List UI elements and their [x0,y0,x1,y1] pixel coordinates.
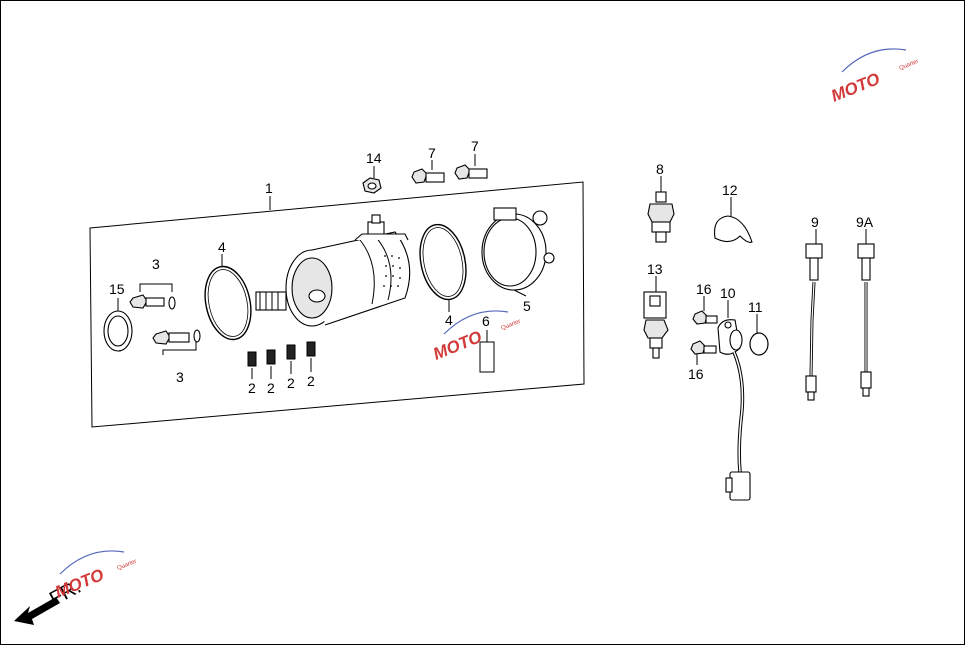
part-11-o-ring [749,332,769,356]
callout-9: 9 [811,214,819,230]
starter-motor [255,214,411,327]
callout-10: 10 [720,285,736,301]
part-15-washer [103,310,133,352]
part-10-speed-sensor [717,319,751,501]
part-9a-sensor-cable [857,243,875,397]
part-13-sensor [643,291,669,359]
callout-2d: 2 [307,373,315,389]
part-16-bolt-lower [690,340,717,355]
callout-12: 12 [722,182,738,198]
watermark-sub-text: Quarter [501,319,522,332]
part-4-o-ring-right [419,223,467,301]
callout-6: 6 [482,313,490,329]
callout-16a: 16 [696,281,712,297]
watermark-top-right: MOTO Quarter [828,48,920,106]
callout-7b: 7 [471,138,479,154]
part-7-bolt-b [454,164,488,180]
part-14-nut [362,177,382,194]
part-5-gear-cover [481,207,555,291]
watermark-swoosh-icon [443,310,509,335]
callout-14: 14 [366,150,382,166]
part-3-bolt-upper [129,294,176,310]
watermark-sub-text: Quarter [899,59,920,72]
part-3-bolt-lower [152,329,201,345]
callout-4b: 4 [445,312,453,328]
starter-assembly-panel [89,181,585,428]
part-7-bolt-a [411,168,445,184]
callout-1: 1 [265,180,273,196]
watermark-swoosh-icon [841,48,907,73]
callout-11: 11 [748,299,763,315]
part-12-boot [713,215,753,243]
callout-4a: 4 [218,239,226,255]
watermark-logo-text: MOTO [430,327,484,364]
callout-13: 13 [647,261,663,277]
part-9-sensor-cable [805,243,823,401]
part-2-brushes [247,341,316,367]
callout-3b: 3 [176,369,184,385]
callout-8: 8 [656,161,664,177]
front-arrow-icon [14,597,60,625]
watermark-sub-text: Quarter [117,559,138,572]
watermark-logo-text: MOTO [828,69,882,106]
callout-3a: 3 [152,256,160,272]
part-4-o-ring-left [204,265,252,341]
watermark-swoosh-icon [59,550,125,575]
part-16-bolt-upper [692,310,718,325]
part-8-sensor [647,191,675,243]
callout-15: 15 [109,281,125,297]
callout-2a: 2 [248,380,256,396]
callout-5: 5 [523,298,531,314]
callout-9a: 9A [856,214,874,230]
callout-2b: 2 [267,380,275,396]
callout-16b: 16 [688,366,704,382]
callout-7a: 7 [428,145,436,161]
part-6-label [479,341,495,373]
callout-2c: 2 [287,375,295,391]
watermark-bottom-left: MOTO Quarter [52,550,138,602]
leader-lines [117,154,867,379]
